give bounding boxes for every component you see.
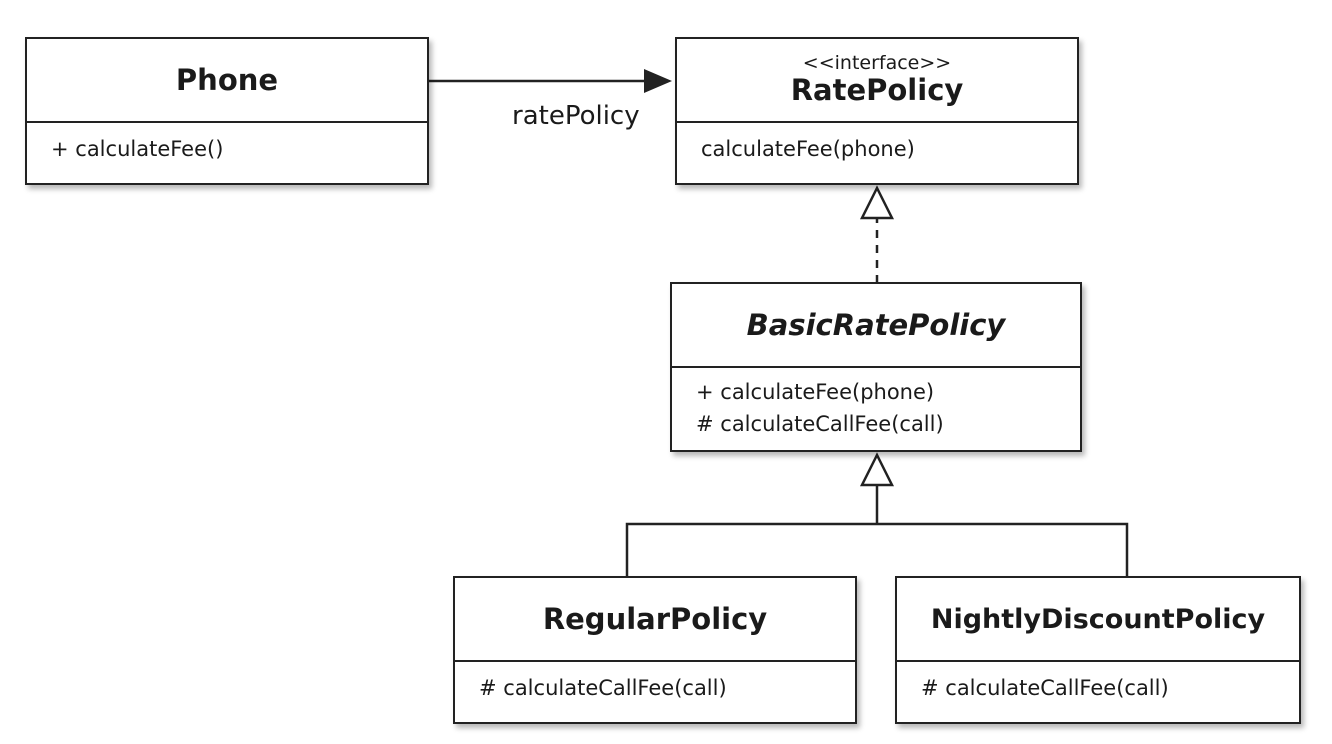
class-phone: Phone + calculateFee() bbox=[25, 37, 429, 185]
class-member: # calculateCallFee(call) bbox=[696, 412, 944, 436]
class-basic-rate-policy-members: + calculateFee(phone) # calculateCallFee… bbox=[672, 368, 1080, 440]
stereotype-label: <<interface>> bbox=[802, 52, 952, 74]
class-name: RegularPolicy bbox=[542, 602, 768, 636]
class-regular-policy-members: # calculateCallFee(call) bbox=[455, 662, 855, 704]
class-nightly-discount-policy-header: NightlyDiscountPolicy bbox=[897, 578, 1299, 662]
class-basic-rate-policy-header: BasicRatePolicy bbox=[672, 284, 1080, 368]
association-arrowhead bbox=[644, 69, 672, 93]
realization-arrowhead bbox=[859, 185, 895, 220]
class-basic-rate-policy: BasicRatePolicy + calculateFee(phone) # … bbox=[670, 282, 1082, 452]
class-member: + calculateFee(phone) bbox=[696, 380, 935, 404]
class-name: BasicRatePolicy bbox=[746, 308, 1006, 342]
generalization-branches bbox=[625, 522, 1129, 576]
class-nightly-discount-policy: NightlyDiscountPolicy # calculateCallFee… bbox=[895, 576, 1301, 724]
class-rate-policy-header: <<interface>> RatePolicy bbox=[677, 39, 1077, 123]
class-name: Phone bbox=[175, 63, 279, 97]
association-label: ratePolicy bbox=[512, 101, 640, 131]
class-phone-header: Phone bbox=[27, 39, 427, 123]
class-name: RatePolicy bbox=[790, 73, 964, 107]
class-member: # calculateCallFee(call) bbox=[921, 676, 1169, 700]
class-phone-members: + calculateFee() bbox=[27, 123, 427, 165]
class-nightly-discount-policy-members: # calculateCallFee(call) bbox=[897, 662, 1299, 704]
class-regular-policy: RegularPolicy # calculateCallFee(call) bbox=[453, 576, 857, 724]
generalization-arrowhead bbox=[859, 452, 895, 487]
class-member: calculateFee(phone) bbox=[701, 137, 915, 161]
class-rate-policy-members: calculateFee(phone) bbox=[677, 123, 1077, 165]
class-name: NightlyDiscountPolicy bbox=[930, 603, 1266, 635]
class-member: + calculateFee() bbox=[51, 137, 224, 161]
class-regular-policy-header: RegularPolicy bbox=[455, 578, 855, 662]
class-rate-policy: <<interface>> RatePolicy calculateFee(ph… bbox=[675, 37, 1079, 185]
class-member: # calculateCallFee(call) bbox=[479, 676, 727, 700]
